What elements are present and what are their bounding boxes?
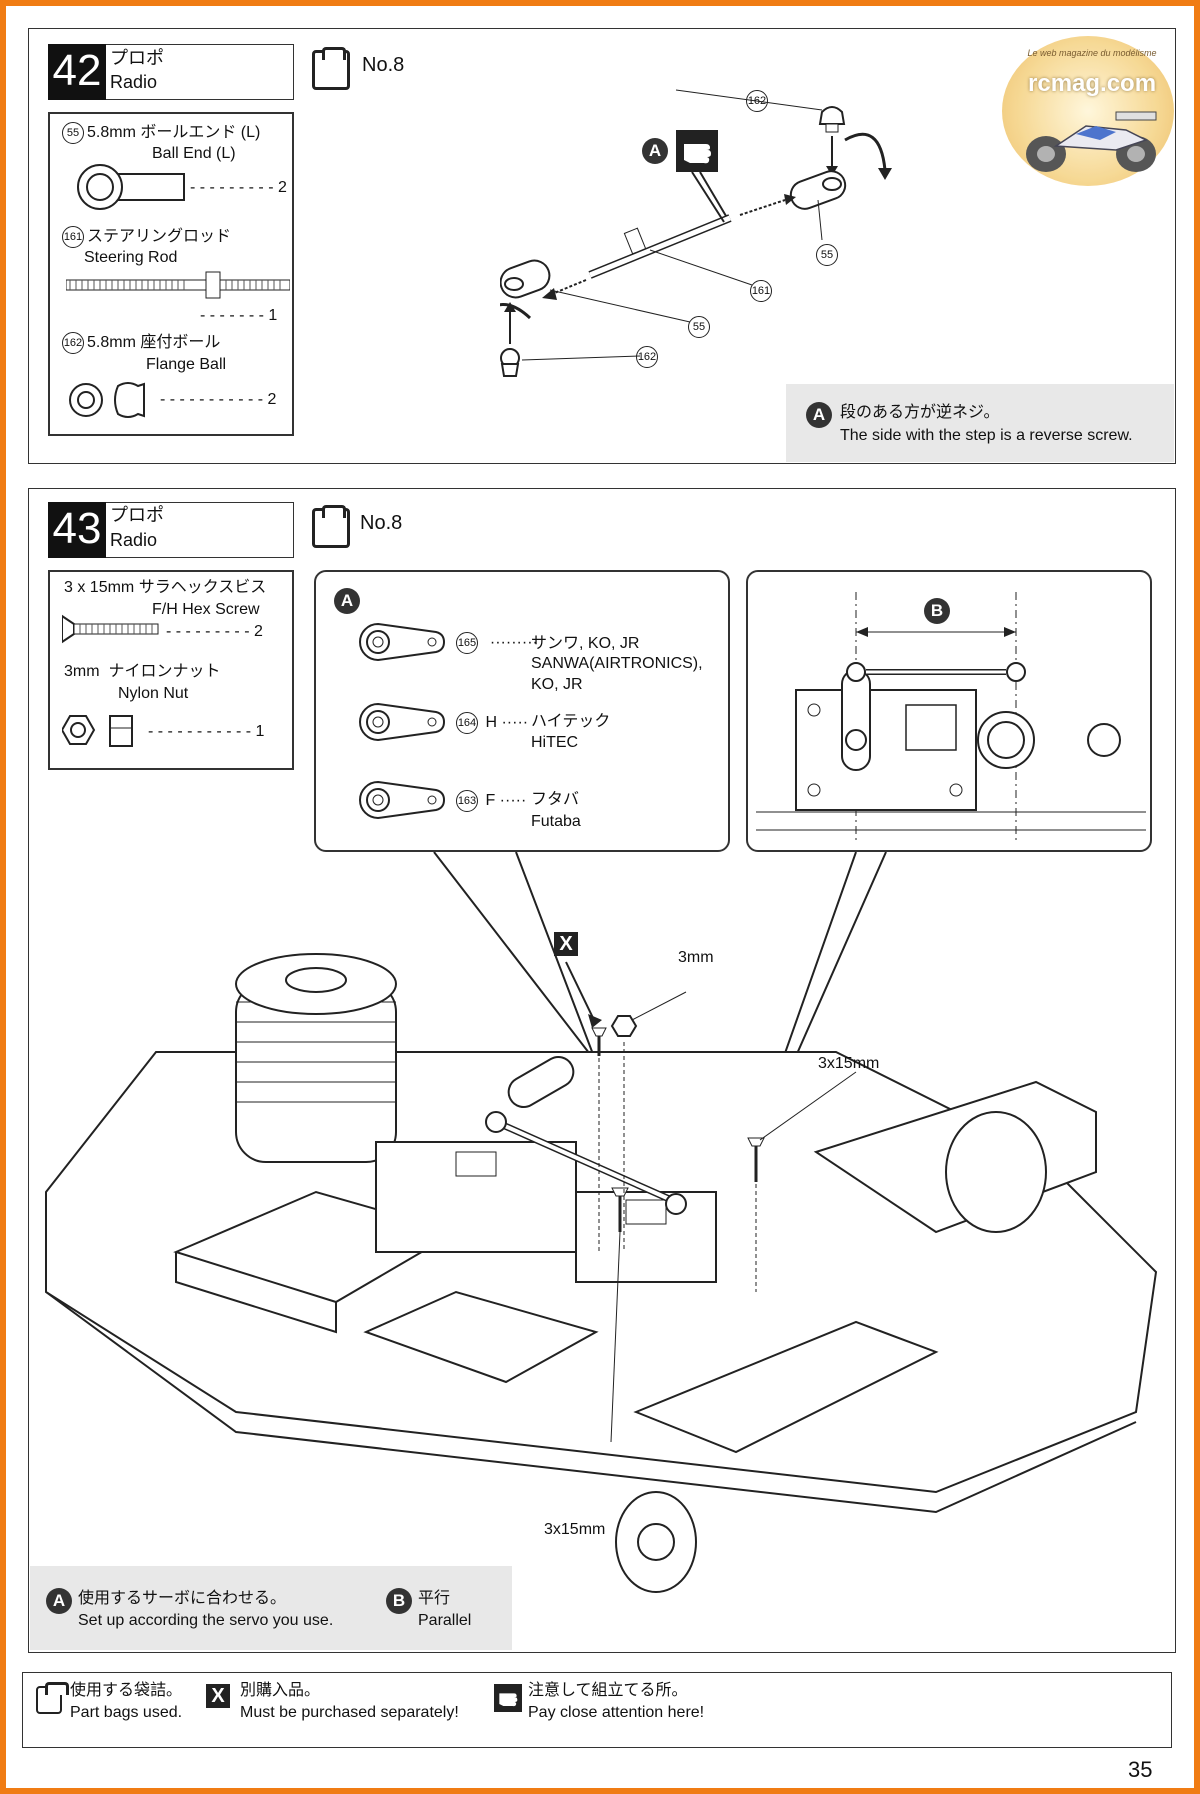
bag-icon xyxy=(36,1682,69,1714)
screw-qty: - - - - - - - - - 2 xyxy=(166,623,263,640)
legend-x-jp: 別購入品。 xyxy=(240,1682,321,1699)
step42-note-letter: A xyxy=(806,402,832,428)
horn-165-row: 165 ········· xyxy=(456,632,538,654)
screw-label: 3 x 15mm サラヘックスビス xyxy=(64,579,267,596)
flange-ball-drawing xyxy=(69,382,145,418)
chassis-drawing xyxy=(45,852,1158,1593)
servo-horn-165 xyxy=(359,622,446,662)
callout-161: 161 xyxy=(750,280,775,302)
step43-note-b-jp: 平行 xyxy=(418,1590,451,1607)
callout-55-top: 55 xyxy=(816,244,841,266)
bag-icon xyxy=(312,47,350,90)
servo-horn-164 xyxy=(359,702,446,742)
callout-162-bottom: 162 xyxy=(636,346,661,368)
step43-notes-bg xyxy=(30,1566,512,1650)
hand-icon xyxy=(676,130,718,172)
step43-note-a-letter: A xyxy=(46,1588,72,1614)
nut-name-en: Nylon Nut xyxy=(118,685,189,702)
part-162-name-en: Flange Ball xyxy=(146,356,227,373)
detail-b-letter: B xyxy=(924,598,950,624)
step42-note-jp: 段のある方が逆ネジ。 xyxy=(840,404,1000,421)
step42-bag-label: No.8 xyxy=(362,54,405,76)
step42-note-bg xyxy=(786,384,1174,462)
label-screw-top: 3x15mm xyxy=(818,1055,880,1072)
step43-bag-label: No.8 xyxy=(360,512,403,534)
step43-number: 43 xyxy=(48,502,106,558)
ball-end-drawing xyxy=(77,164,185,210)
step42-number: 42 xyxy=(48,44,106,100)
label-nut-3mm: 3mm xyxy=(678,949,714,966)
buggy-icon xyxy=(1026,111,1157,172)
step42-title-en: Radio xyxy=(110,72,158,92)
step42-marker-a: A xyxy=(642,138,668,164)
legend-x-en: Must be purchased separately! xyxy=(240,1704,459,1721)
step42-assembly-drawing xyxy=(500,89,892,377)
horn-164-jp: ハイテック xyxy=(531,713,611,730)
horn-165-en1: SANWA(AIRTRONICS), xyxy=(531,655,703,672)
nut-label: 3mm ナイロンナット xyxy=(64,663,221,680)
nut-qty: - - - - - - - - - - - 1 xyxy=(148,723,265,740)
legend-hand-en: Pay close attention here! xyxy=(528,1704,705,1721)
x-marker: X xyxy=(554,932,578,956)
step43-title-jp: プロポ xyxy=(110,505,164,525)
nylon-nut-drawing xyxy=(62,715,133,747)
page-number: 35 xyxy=(1128,1757,1153,1782)
step43-note-a-en: Set up according the servo you use. xyxy=(78,1612,334,1629)
detail-a-letter: A xyxy=(334,588,360,614)
rcmag-logo: rcmag.com Le web magazine du modélisme xyxy=(1002,36,1174,186)
step43-note-b-en: Parallel xyxy=(418,1612,472,1629)
step42-title-jp: プロポ xyxy=(110,48,164,68)
horn-163-en1: Futaba xyxy=(531,813,581,830)
horn-165-en2: KO, JR xyxy=(531,676,583,693)
part-55-qty: - - - - - - - - - 2 xyxy=(190,179,287,196)
detail-b-drawing xyxy=(756,592,1146,842)
marker-a-leader xyxy=(691,171,727,223)
servo-horn-163 xyxy=(359,780,446,820)
legend-x-icon: X xyxy=(206,1684,230,1708)
legend-hand-jp: 注意して組立てる所。 xyxy=(528,1682,688,1699)
callout-162-top: 162 xyxy=(746,90,771,112)
step43-note-a-jp: 使用するサーボに合わせる。 xyxy=(78,1590,287,1607)
rcmag-logo-text: rcmag.com xyxy=(1028,70,1157,97)
label-screw-bottom: 3x15mm xyxy=(544,1521,606,1538)
horn-165-jp: サンワ, KO, JR xyxy=(531,635,640,652)
step42-parts-box xyxy=(48,112,294,436)
horn-163-jp: フタバ xyxy=(531,791,580,808)
horn-163-row: 163 F ····· xyxy=(456,790,526,812)
steering-rod-drawing xyxy=(66,271,290,299)
hex-screw-drawing xyxy=(62,614,159,644)
horn-164-row: 164 H ····· xyxy=(456,712,528,734)
legend-bag-jp: 使用する袋詰。 xyxy=(70,1682,183,1699)
part-161-qty: - - - - - - - 1 xyxy=(200,307,278,324)
step42-note-en: The side with the step is a reverse scre… xyxy=(840,427,1133,444)
callout-55-bottom: 55 xyxy=(688,316,713,338)
step43-note-b-letter: B xyxy=(386,1588,412,1614)
part-162-qty: - - - - - - - - - - - 2 xyxy=(160,391,277,408)
horn-164-en1: HiTEC xyxy=(531,734,579,751)
rcmag-logo-tagline: Le web magazine du modélisme xyxy=(1027,48,1157,58)
hand-icon xyxy=(494,1684,522,1712)
part-55-name-en: Ball End (L) xyxy=(152,145,236,162)
step43-title-en: Radio xyxy=(110,530,158,550)
part-161-name-en: Steering Rod xyxy=(84,249,178,266)
legend-bag-en: Part bags used. xyxy=(70,1704,183,1721)
screw-name-en: F/H Hex Screw xyxy=(152,601,260,618)
bag-icon xyxy=(312,505,350,548)
